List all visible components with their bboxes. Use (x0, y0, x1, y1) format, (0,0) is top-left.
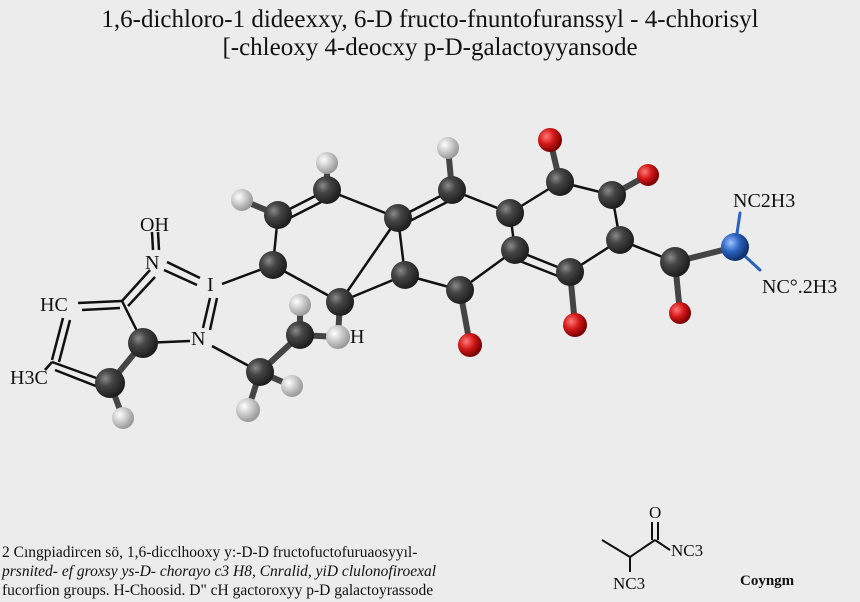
inset-name: Coyngm (740, 573, 795, 589)
label-n-top: N (145, 252, 160, 274)
label-n-bottom: N (191, 328, 206, 350)
caption-line-2: prsnited- ef groxsy ys-D- chorayo c3 H8,… (2, 563, 437, 580)
caption: 2 Cıngpiadircen sö, 1,6-dicclhooxy y:-D-… (2, 543, 436, 600)
carbon-atoms (95, 168, 690, 398)
caption-line-3: fucorfion groups. H-Choosid. D" cH gacto… (2, 582, 434, 599)
label-hc: HC (40, 294, 68, 316)
title-line-2: [-chleoxy 4-deocxy p-D-galactoyyansode (222, 34, 638, 61)
inset-label-nc3-right: NC3 (671, 541, 704, 560)
label-oh: OH (140, 214, 169, 236)
inset-structure (601, 522, 671, 572)
label-nc2h3-top: NC2H3 (733, 190, 796, 212)
label-nc2h3-bottom: NC°.2H3 (762, 276, 838, 298)
nitrogen-atom (721, 233, 749, 261)
label-h: H (350, 326, 365, 348)
label-i: I (207, 274, 214, 296)
inset-label-o: O (649, 503, 662, 522)
caption-line-1: 2 Cıngpiadircen sö, 1,6-dicclhooxy y:-D-… (2, 544, 418, 561)
oxygen-atoms (458, 128, 691, 357)
label-h3c: H3C (10, 367, 48, 389)
inset-label-nc3-bottom: NC3 (613, 574, 646, 593)
title-line-1: 1,6-dichloro-1 dideexxy, 6-D fructo-fnun… (101, 6, 759, 33)
hydrogen-atoms (112, 137, 459, 429)
